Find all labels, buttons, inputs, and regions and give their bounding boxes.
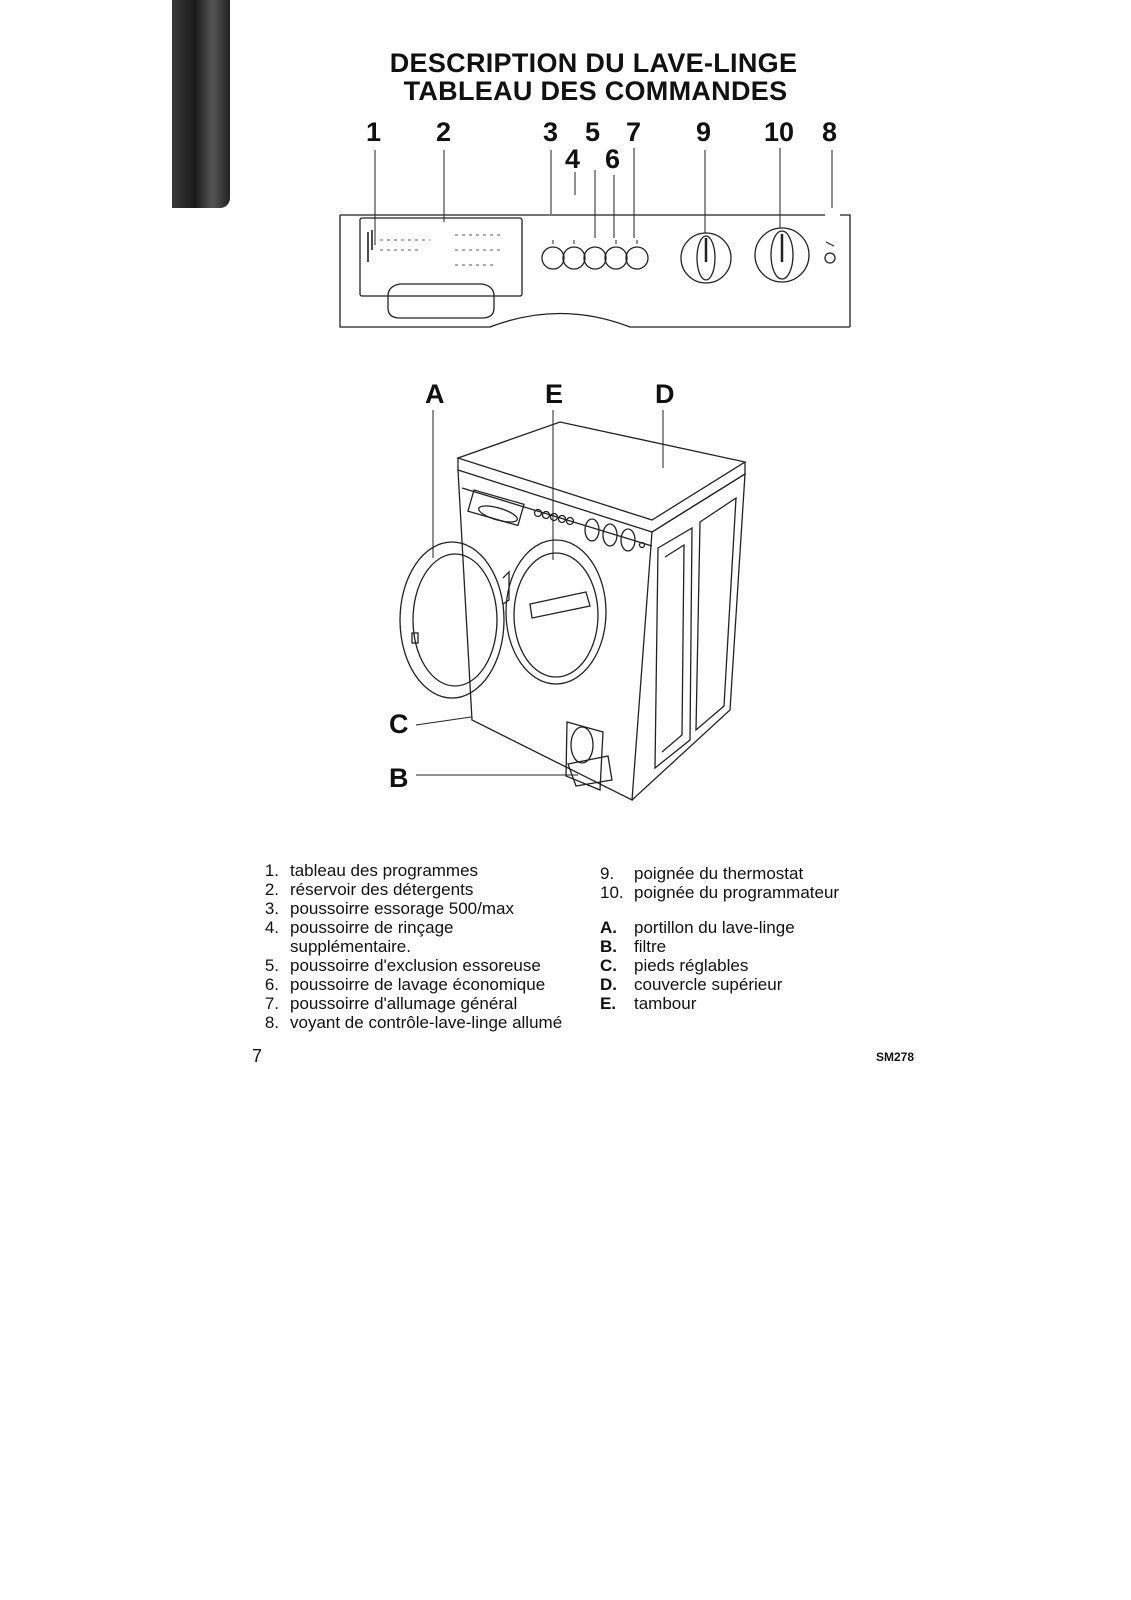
callout-D: D (655, 379, 675, 409)
callout-10: 10 (764, 117, 795, 147)
legend-item-continuation: 0.supplémentaire. (290, 937, 411, 956)
callout-C: C (389, 709, 409, 739)
legend-item: 8.voyant de contrôle-lave-linge allumé (264, 1013, 563, 1032)
washing-machine-drawing (399, 421, 747, 802)
callout-3: 3 (543, 117, 559, 147)
callout-E: E (545, 379, 564, 409)
legend-item: 5.poussoirre d'exclusion essoreuse (264, 956, 541, 975)
control-panel-drawing (339, 214, 851, 328)
callout-A: A (425, 379, 445, 409)
machine-leader-lines (415, 410, 664, 776)
legend-item: D.couvercle supérieur (600, 975, 783, 994)
callout-9: 9 (696, 117, 712, 147)
figure-code: SM278 (876, 1050, 915, 1064)
legend-item: 7.poussoirre d'allumage général (264, 994, 518, 1013)
callout-1: 1 (366, 117, 382, 147)
legend-item: 6.poussoirre de lavage économique (264, 975, 546, 994)
page-edge-tab (172, 0, 230, 208)
legend-item: B.filtre (600, 937, 667, 956)
legend-item: 2.réservoir des détergents (264, 880, 474, 899)
legend-item: 10.poignée du programmateur (600, 883, 840, 902)
page-number: 7 (252, 1046, 263, 1066)
callout-B: B (389, 763, 409, 793)
callout-7: 7 (626, 117, 642, 147)
legend-item: E.tambour (600, 994, 697, 1013)
legend-left: 1.tableau des programmes 2.réservoir des… (246, 861, 562, 1032)
legend-right: 9.poignée du thermostat 10.poignée du pr… (600, 864, 839, 1013)
legend-item: 3.poussoirre essorage 500/max (264, 899, 514, 918)
callout-2: 2 (436, 117, 452, 147)
callout-8: 8 (822, 117, 838, 147)
legend-item: A.portillon du lave-linge (600, 918, 795, 937)
technical-illustration (339, 148, 851, 802)
legend-item: 1.tableau des programmes (264, 861, 479, 880)
legend-item: C.pieds réglables (600, 956, 749, 975)
callout-4: 4 (565, 144, 581, 174)
legend-item: 9.poignée du thermostat (600, 864, 804, 883)
legend-item: 4.poussoirre de rinçage (264, 918, 454, 937)
title-line-2: TABLEAU DES COMMANDES (403, 76, 788, 106)
callout-6: 6 (605, 144, 621, 174)
callout-5: 5 (585, 117, 601, 147)
title-line-1: DESCRIPTION DU LAVE-LINGE (389, 48, 798, 78)
top-leader-lines (374, 148, 833, 245)
